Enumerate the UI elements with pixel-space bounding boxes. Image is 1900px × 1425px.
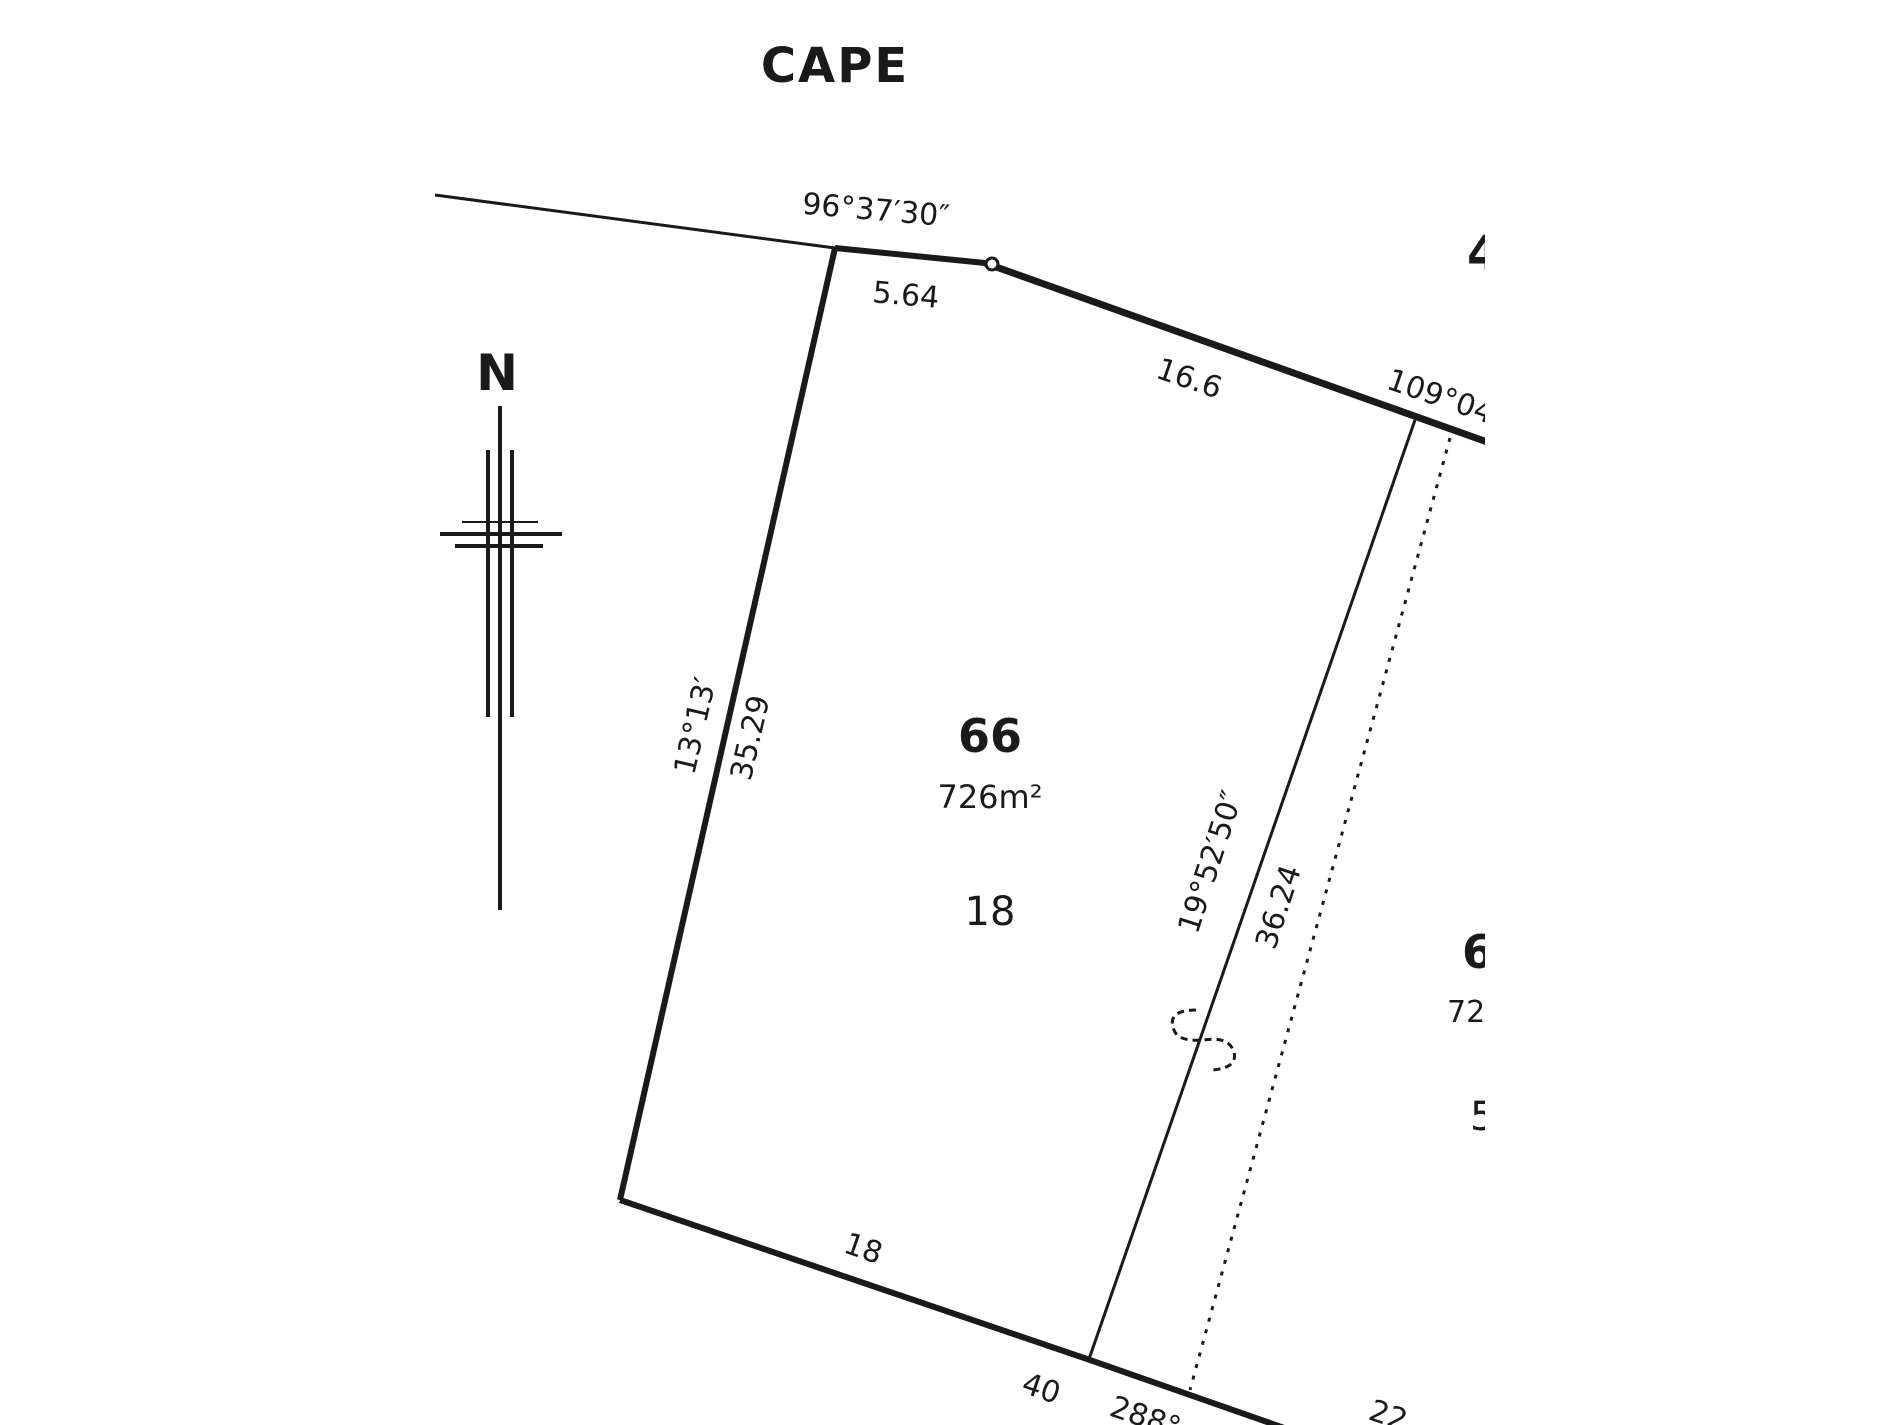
top-left-segment-label: 5.64	[871, 275, 941, 316]
north-label: N	[476, 344, 518, 402]
right-crop-mask	[1485, 0, 1900, 1425]
top-bearing-label: 96°37′30″	[801, 187, 951, 235]
bottom-right-partial: 22	[1364, 1393, 1412, 1425]
lot-top-boundary-left	[834, 245, 986, 266]
neighbour-area-partial: 72	[1447, 995, 1485, 1030]
offset-symbol-icon	[1170, 1008, 1237, 1072]
road-boundary-line	[434, 193, 836, 250]
north-arrow-icon	[440, 406, 562, 910]
lot-left-boundary	[617, 247, 838, 1201]
right-bearing-label: 19°52′50″	[1172, 786, 1251, 937]
bottom-length-label: 18	[839, 1226, 887, 1272]
easement-dotted-line	[1188, 437, 1452, 1391]
left-bearing-label: 13°13′	[668, 674, 724, 778]
lot-number: 66	[958, 709, 1022, 763]
bottom-label-40: 40	[1017, 1366, 1065, 1412]
lot-right-boundary	[1086, 419, 1417, 1363]
lot-area: 726m²	[937, 778, 1042, 816]
lot-bottom-boundary	[619, 1197, 1091, 1363]
top-right-segment-label: 16.6	[1152, 352, 1227, 407]
neighbour-bottom-boundary	[1089, 1357, 1285, 1425]
lot-frontage-note: 18	[965, 889, 1016, 935]
street-name-label: CAPE	[761, 38, 909, 94]
bottom-bearing-partial: 288°	[1105, 1389, 1185, 1425]
lot-top-boundary-right	[983, 259, 1492, 447]
survey-peg-marker	[984, 256, 1000, 272]
